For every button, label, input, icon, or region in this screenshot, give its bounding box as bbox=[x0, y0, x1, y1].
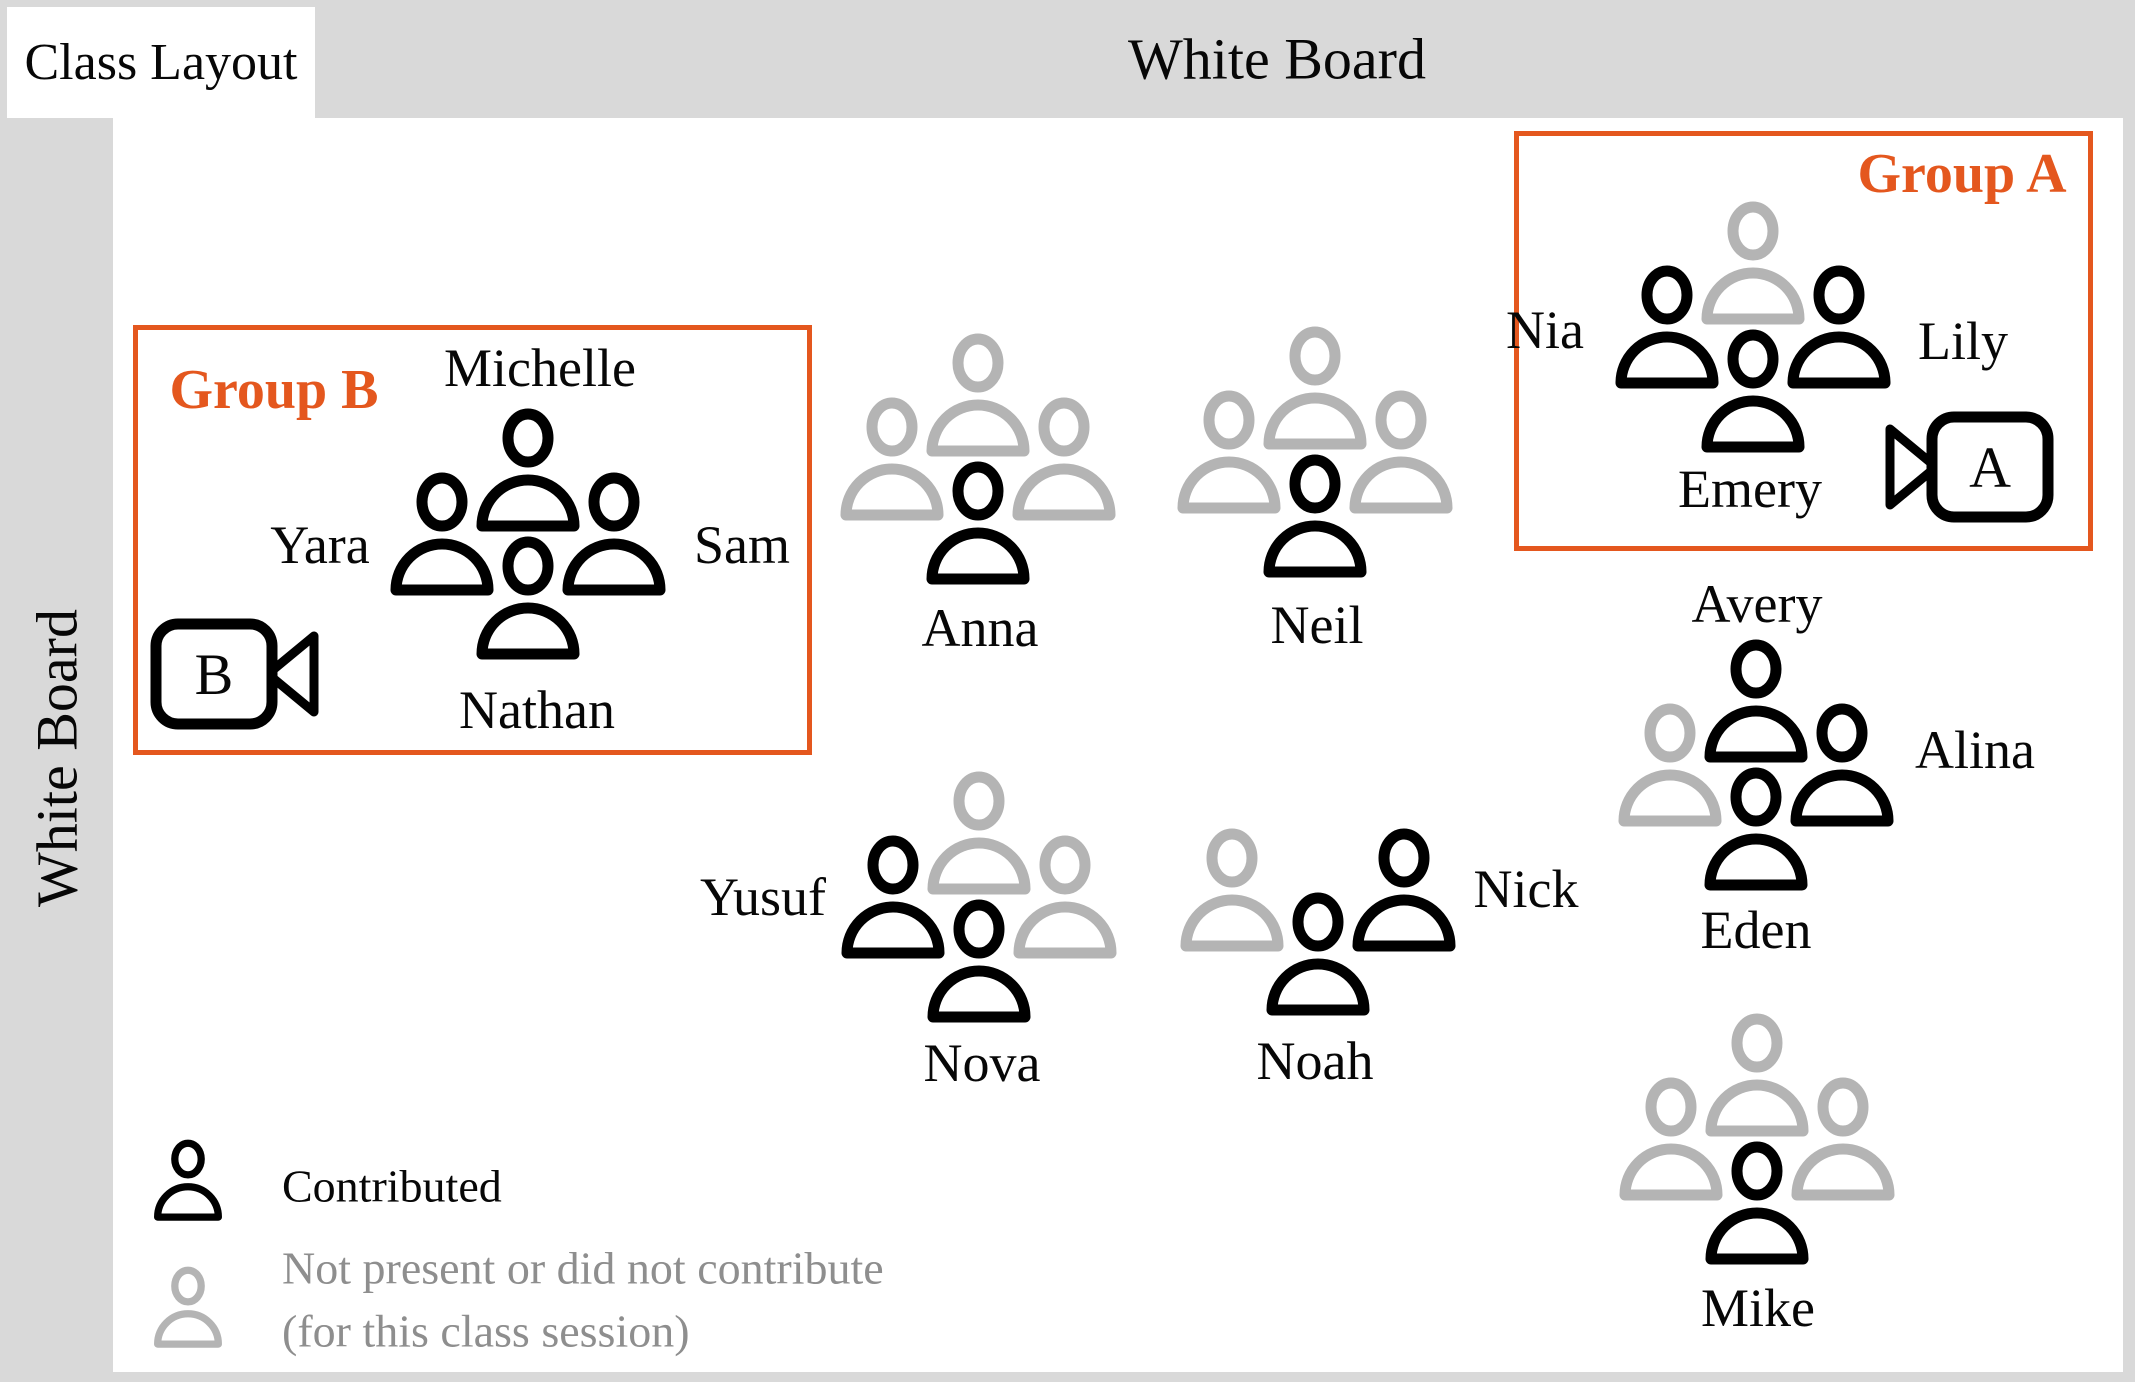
page-title: Class Layout bbox=[24, 34, 298, 91]
person-icon bbox=[1701, 329, 1805, 453]
person-icon bbox=[1263, 326, 1367, 450]
person-icon bbox=[476, 408, 580, 532]
person-icon bbox=[1177, 390, 1281, 514]
camera-icon-a: A bbox=[1885, 411, 2054, 523]
person-icon bbox=[1705, 1141, 1809, 1265]
student-name-label: Michelle bbox=[444, 338, 636, 398]
student-name-label: Nathan bbox=[459, 680, 615, 740]
person-icon bbox=[154, 1266, 222, 1348]
person-icon bbox=[926, 461, 1030, 585]
person-icon bbox=[562, 472, 666, 596]
person-icon bbox=[154, 1139, 222, 1221]
person-icon bbox=[1266, 892, 1370, 1016]
legend-person-icon-contributed bbox=[154, 1139, 222, 1221]
group-box-a bbox=[1514, 131, 2093, 551]
student-name-label: Nia bbox=[1506, 300, 1584, 360]
camera-letter: A bbox=[1969, 435, 2011, 500]
table-nova bbox=[841, 771, 1117, 1023]
person-icon bbox=[841, 835, 945, 959]
group-label-a: Group A bbox=[1857, 143, 2067, 205]
legend-contributed-label: Contributed bbox=[282, 1160, 502, 1212]
student-name-label: Emery bbox=[1678, 459, 1822, 519]
person-icon bbox=[1787, 265, 1891, 389]
table-noah bbox=[1180, 828, 1456, 1016]
person-icon bbox=[1352, 828, 1456, 952]
camera-icon-b: B bbox=[150, 618, 319, 730]
table-group-b bbox=[390, 408, 666, 660]
student-name-label: Nick bbox=[1473, 859, 1579, 919]
person-icon bbox=[840, 397, 944, 521]
camera-lens bbox=[1885, 424, 1941, 510]
group-label-b: Group B bbox=[169, 359, 379, 421]
person-icon bbox=[1012, 397, 1116, 521]
group-box-b bbox=[133, 325, 812, 755]
legend-absent-label-line2: (for this class session) bbox=[282, 1305, 690, 1357]
student-name-label: Eden bbox=[1700, 900, 1812, 960]
student-name-label: Yusuf bbox=[699, 867, 827, 927]
student-name-label: Yara bbox=[270, 515, 370, 575]
camera-letter: B bbox=[195, 642, 234, 707]
person-icon bbox=[1180, 828, 1284, 952]
student-name-label: Avery bbox=[1691, 574, 1823, 634]
person-icon bbox=[1705, 1013, 1809, 1137]
legend-absent-label-line1: Not present or did not contribute bbox=[282, 1242, 884, 1294]
person-icon bbox=[1701, 201, 1805, 325]
person-icon bbox=[1791, 1077, 1895, 1201]
legend-person-icon-absent bbox=[154, 1266, 222, 1348]
camera-body bbox=[1926, 411, 2054, 523]
whiteboard-top-label: White Board bbox=[1128, 26, 1426, 92]
person-icon bbox=[926, 333, 1030, 457]
person-icon bbox=[1704, 767, 1808, 891]
person-icon bbox=[1618, 703, 1722, 827]
table-avery bbox=[1618, 639, 1894, 891]
person-icon bbox=[927, 771, 1031, 895]
table-mike bbox=[1619, 1013, 1895, 1265]
table-anna bbox=[840, 333, 1116, 585]
person-icon bbox=[1263, 454, 1367, 578]
student-name-label: Lily bbox=[1918, 311, 2008, 371]
student-name-label: Neil bbox=[1270, 595, 1364, 655]
student-name-label: Anna bbox=[921, 598, 1039, 658]
student-name-label: Nova bbox=[923, 1033, 1041, 1093]
person-icon bbox=[1013, 835, 1117, 959]
person-icon bbox=[1615, 265, 1719, 389]
student-name-label: Sam bbox=[693, 515, 791, 575]
person-icon bbox=[1349, 390, 1453, 514]
person-icon bbox=[1704, 639, 1808, 763]
table-neil bbox=[1177, 326, 1453, 578]
person-icon bbox=[1619, 1077, 1723, 1201]
person-icon bbox=[390, 472, 494, 596]
person-icon bbox=[927, 899, 1031, 1023]
person-icon bbox=[1790, 703, 1894, 827]
student-name-label: Alina bbox=[1915, 720, 2035, 780]
camera-lens bbox=[263, 631, 319, 717]
student-name-label: Noah bbox=[1256, 1031, 1374, 1091]
table-group-a bbox=[1615, 201, 1891, 453]
camera-body bbox=[150, 618, 278, 730]
person-icon bbox=[476, 536, 580, 660]
title-tab: Class Layout bbox=[7, 7, 315, 118]
student-name-label: Mike bbox=[1701, 1278, 1815, 1338]
